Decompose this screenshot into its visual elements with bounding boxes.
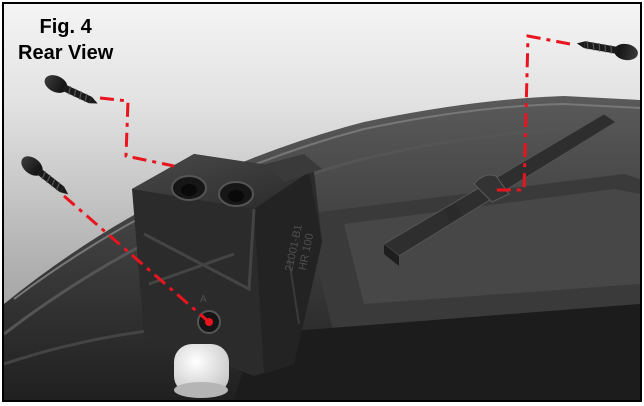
white-knob [174,344,229,398]
assembly-illustration: 21001-B1 HR 100 A [4,34,640,400]
guide-line-right [496,34,571,192]
figure-number: Fig. 4 [39,16,92,38]
alignment-guide-lines [63,34,571,324]
figure-caption: Fig. 4 Rear View [18,14,113,66]
screw-icon [44,75,98,104]
housing-lid [4,96,640,400]
screw-icon [576,41,638,61]
screw-icon [21,156,69,195]
guide-line-upper-left [99,96,175,168]
figure-view-title: Rear View [18,42,114,64]
rear-view-figure: Fig. 4 Rear View [2,2,642,402]
embossed-mark: A [200,294,207,305]
rail-rib [383,113,617,266]
mounting-bracket [132,154,322,376]
guide-line-lower-left [63,194,210,324]
